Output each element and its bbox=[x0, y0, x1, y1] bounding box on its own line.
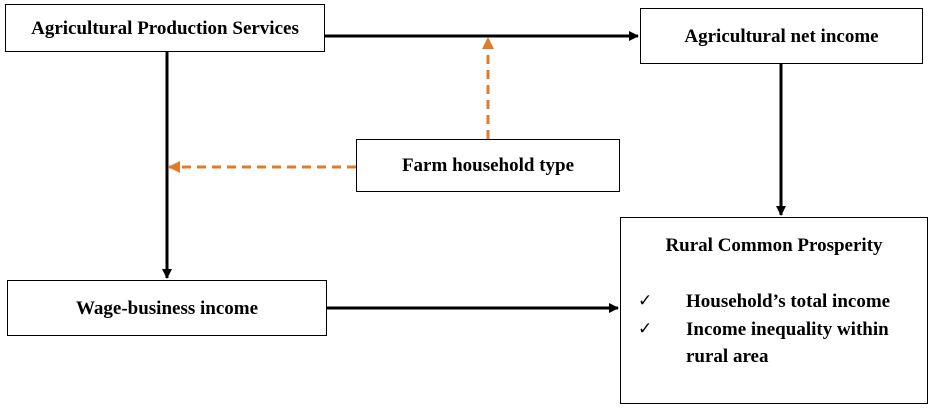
node-agricultural-production-services: Agricultural Production Services bbox=[5, 4, 325, 52]
list-item: ✓ Income inequality within rural area bbox=[638, 316, 916, 370]
checkmark-icon: ✓ bbox=[638, 291, 653, 311]
checkmark-icon: ✓ bbox=[638, 319, 653, 339]
list-item: ✓ Household’s total income bbox=[638, 288, 916, 315]
node-label: Farm household type bbox=[401, 155, 575, 176]
node-label: Agricultural net income bbox=[684, 25, 879, 47]
list-item-text: Household’s total income bbox=[686, 291, 891, 312]
list-item-text: Income inequality within rural area bbox=[686, 319, 889, 367]
node-agricultural-net-income: Agricultural net income bbox=[640, 8, 923, 64]
node-label: Wage-business income bbox=[75, 297, 259, 319]
node-farm-household-type: Farm household type bbox=[356, 139, 620, 192]
node-label: Agricultural Production Services bbox=[31, 17, 299, 39]
node-wage-business-income: Wage-business income bbox=[7, 280, 327, 336]
node-title: Rural Common Prosperity bbox=[665, 235, 883, 256]
node-rural-common-prosperity: Rural Common Prosperity ✓ Household’s to… bbox=[620, 217, 928, 404]
